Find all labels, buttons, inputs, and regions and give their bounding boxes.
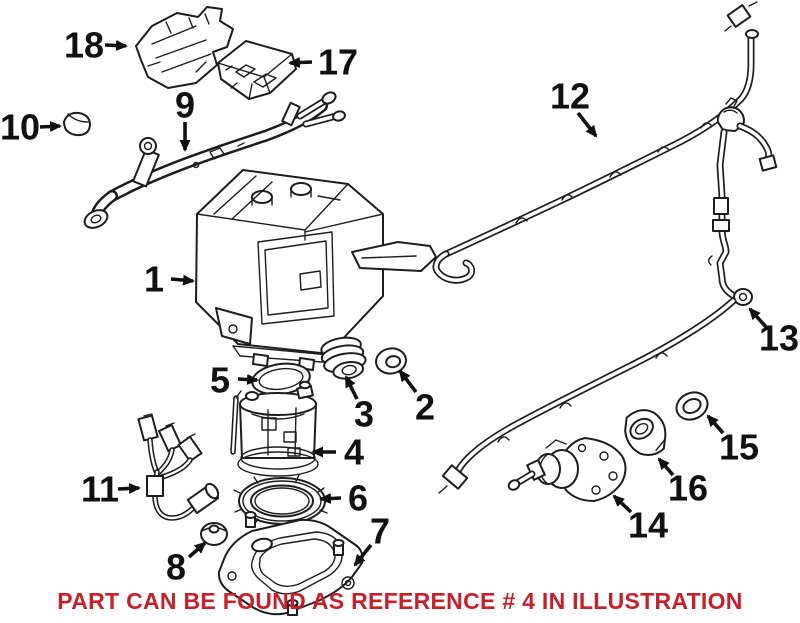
part-3-sleeve-bushing [320,336,367,380]
callout-11-number: 11 [81,469,119,510]
callout-13: 13 [748,307,799,359]
part-2-grommet [375,347,407,375]
callout-5-number: 5 [210,360,230,401]
callout-16-number: 16 [668,468,708,509]
callout-18-number: 18 [64,25,104,66]
part-11-wiring-harness [137,413,220,521]
callout-14: 14 [612,494,668,546]
part-9-filler-pipe [83,91,346,229]
callout-3: 3 [344,375,374,435]
callout-16: 16 [657,457,708,509]
part-12-vent-tube [432,1,759,284]
callout-13-number: 13 [759,318,799,359]
callout-12: 12 [550,76,598,138]
part-4-pump-module [230,380,319,477]
callout-5: 5 [210,360,259,401]
part-15-seal-ring [675,391,709,421]
part-8-grommet [200,522,228,546]
callout-18: 18 [64,25,128,66]
reference-note: PART CAN BE FOUND AS REFERENCE # 4 IN IL… [57,588,743,614]
callout-6-number: 6 [348,478,368,519]
callout-12-number: 12 [550,76,590,117]
callout-1: 1 [144,259,195,300]
part-18-bracket-shield [135,6,234,89]
callout-6: 6 [319,478,368,519]
callout-10: 10 [0,107,62,148]
part-14-pump [507,437,627,502]
part-17-control-module [217,40,297,100]
callout-2: 2 [398,369,435,428]
part-1-canister [195,169,437,371]
callout-8: 8 [166,541,207,588]
callout-9-number: 9 [175,85,195,126]
part-16-rubber-boot [624,409,667,456]
callout-9: 9 [175,85,195,152]
callout-7: 7 [353,511,390,567]
callout-11: 11 [81,469,141,510]
callout-4: 4 [311,432,364,473]
callout-8-number: 8 [166,547,186,588]
part-7-mounting-plate [217,511,364,616]
callout-17-number: 17 [318,42,358,83]
callout-17: 17 [288,42,358,83]
part-13-tube-assembly [438,97,778,494]
callout-14-number: 14 [628,505,668,546]
callout-4-number: 4 [344,432,364,473]
callout-2-number: 2 [415,387,435,428]
callout-15: 15 [706,414,759,468]
part-10-cap [63,111,91,137]
callout-1-number: 1 [144,259,164,300]
callout-10-number: 10 [0,107,40,148]
callout-3-number: 3 [354,394,374,435]
callout-7-number: 7 [370,511,390,552]
callout-15-number: 15 [719,427,759,468]
